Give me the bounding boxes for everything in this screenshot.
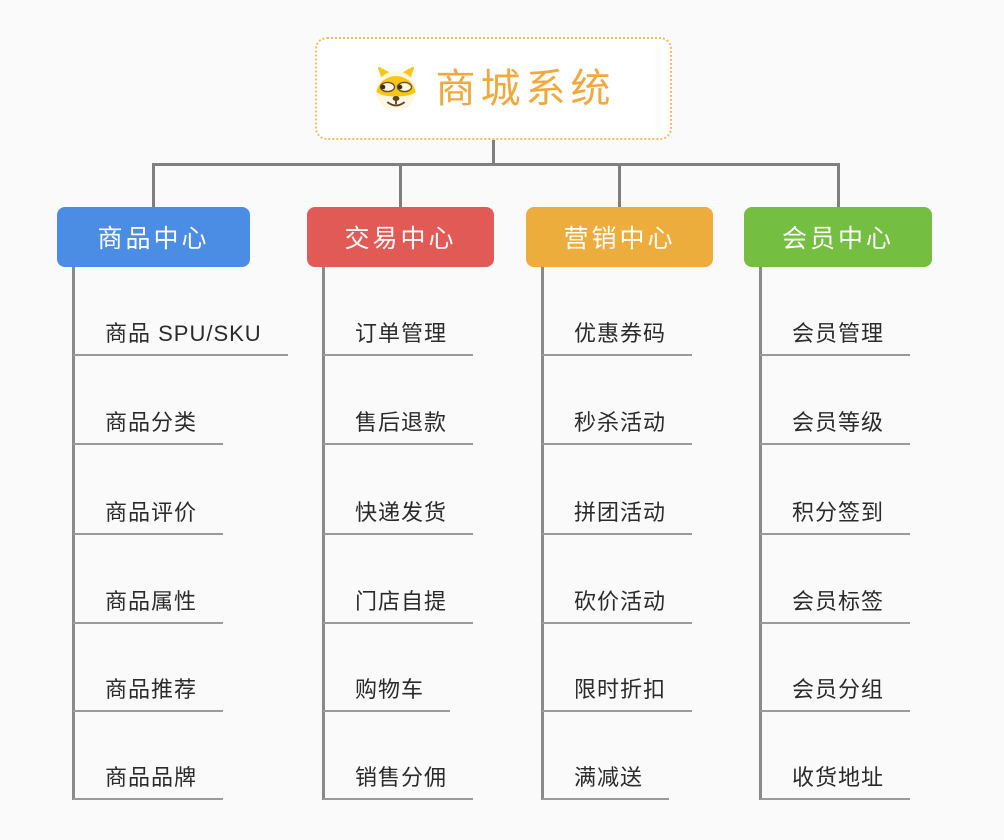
- subtopic[interactable]: 会员分组: [760, 675, 911, 712]
- subtopic[interactable]: 会员标签: [760, 587, 911, 624]
- branch-topic-4[interactable]: 会员中心: [744, 207, 932, 267]
- branch-drop-line: [836, 163, 840, 208]
- branch-topic-1[interactable]: 商品中心: [57, 207, 250, 267]
- subtopic[interactable]: 商品品牌: [73, 763, 224, 800]
- subtopic[interactable]: 秒杀活动: [542, 408, 693, 445]
- subtopic[interactable]: 门店自提: [323, 587, 474, 624]
- subtopic[interactable]: 商品属性: [73, 587, 224, 624]
- subtopic[interactable]: 购物车: [323, 675, 451, 712]
- subtopic[interactable]: 商品评价: [73, 498, 224, 535]
- branch-topic-2[interactable]: 交易中心: [307, 207, 494, 267]
- subtopic[interactable]: 商品推荐: [73, 675, 224, 712]
- subtopic[interactable]: 会员管理: [760, 319, 911, 356]
- subtopic[interactable]: 商品分类: [73, 408, 224, 445]
- subtopic[interactable]: 收货地址: [760, 763, 911, 800]
- subtopic[interactable]: 商品 SPU/SKU: [73, 319, 288, 356]
- subtopic[interactable]: 积分签到: [760, 498, 911, 535]
- subtopic[interactable]: 满减送: [542, 763, 670, 800]
- subtopic[interactable]: 会员等级: [760, 408, 911, 445]
- branch-topic-3[interactable]: 营销中心: [526, 207, 713, 267]
- subtopic[interactable]: 砍价活动: [542, 587, 693, 624]
- branch-drop-line: [618, 163, 621, 208]
- subtopic[interactable]: 快递发货: [323, 498, 474, 535]
- branch-rail-line: [152, 163, 839, 166]
- subtopic[interactable]: 售后退款: [323, 408, 474, 445]
- dog-face-icon: [375, 66, 416, 111]
- subtopic[interactable]: 优惠券码: [542, 319, 693, 356]
- root-topic[interactable]: 商城系统: [315, 37, 672, 140]
- branch-drop-line: [152, 163, 155, 208]
- root-topic-label: 商城系统: [435, 66, 616, 111]
- subtopic[interactable]: 拼团活动: [542, 498, 693, 535]
- subtopic[interactable]: 限时折扣: [542, 675, 693, 712]
- subtopic[interactable]: 订单管理: [323, 319, 474, 356]
- root-connector-line: [492, 140, 495, 166]
- branch-drop-line: [399, 163, 402, 208]
- subtopic[interactable]: 销售分佣: [323, 763, 474, 800]
